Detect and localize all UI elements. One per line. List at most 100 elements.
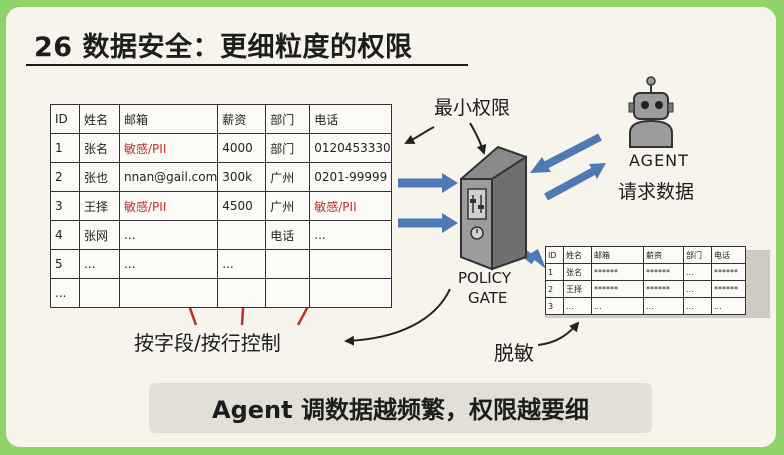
table-row: 3............... <box>545 297 746 315</box>
table-cell: ****** <box>711 280 746 298</box>
table-header-cell: ID <box>545 246 564 264</box>
gate-label: GATE <box>468 289 508 307</box>
annotation-arrow <box>404 126 435 144</box>
table-cell: ****** <box>591 280 644 298</box>
desensitize-label: 脱敏 <box>494 341 534 365</box>
table-cell <box>217 278 267 308</box>
table-cell: 1 <box>50 133 80 163</box>
annotation-arrow <box>537 321 580 346</box>
footer-text: Agent 调数据越频繁，权限越要细 <box>212 396 589 424</box>
table-cell: 敏感/PII <box>118 133 219 163</box>
table-cell: 敏感/PII <box>309 191 392 221</box>
annotation-arrow <box>469 122 487 155</box>
table-cell: ****** <box>591 263 644 281</box>
table-cell: ... <box>217 249 267 279</box>
table-header-cell: 薪资 <box>217 104 267 134</box>
table-header-cell: 邮箱 <box>591 246 644 264</box>
table-cell: ... <box>683 297 712 315</box>
table-cell: ... <box>711 297 746 315</box>
blue-arrow-head <box>589 163 606 179</box>
table-cell: ... <box>79 249 120 279</box>
table-cell <box>309 249 392 279</box>
table-cell: nnan@gail.com <box>118 162 219 192</box>
blue-arrow-head <box>442 213 458 233</box>
table-row: ... <box>50 278 392 308</box>
blue-arrow-head <box>530 157 551 173</box>
table-header-cell: ID <box>50 104 80 134</box>
table-cell <box>265 249 311 279</box>
table-cell: 3 <box>545 297 564 315</box>
agent-label: AGENT <box>629 151 689 170</box>
table-cell: 5 <box>50 249 80 279</box>
table-header-cell: 薪资 <box>643 246 684 264</box>
table-cell: 0120453330 <box>309 133 392 163</box>
table-header-cell: 电话 <box>309 104 392 134</box>
table-cell: 电话 <box>265 220 311 250</box>
table-cell: 张名 <box>563 263 592 281</box>
table-cell: 王择 <box>563 280 592 298</box>
table-row: 5......... <box>50 249 392 279</box>
table-cell: 部门 <box>265 133 311 163</box>
robot-agent-icon <box>628 76 674 148</box>
table-cell: ... <box>118 220 219 250</box>
table-cell: 王择 <box>79 191 120 221</box>
table-cell: ... <box>309 220 392 250</box>
table-cell <box>265 278 311 308</box>
table-cell: 4 <box>50 220 80 250</box>
blue-arrow-head <box>528 249 546 269</box>
table-cell: 4000 <box>217 133 267 163</box>
table-cell: 广州 <box>265 191 311 221</box>
request-data-label: 请求数据 <box>618 181 695 203</box>
table-cell: ... <box>683 280 712 298</box>
table-cell: 0201-99999 <box>309 162 392 192</box>
slide-title: 26 数据安全：更细粒度的权限 <box>34 32 413 63</box>
table-header-cell: 邮箱 <box>118 104 219 134</box>
table-header-cell: 电话 <box>711 246 746 264</box>
table-header-cell: 姓名 <box>79 104 120 134</box>
table-cell: ... <box>643 297 684 315</box>
blue-arrow <box>544 133 602 169</box>
table-cell: ... <box>118 249 219 279</box>
table-cell: 敏感/PII <box>118 191 219 221</box>
table-cell: ... <box>591 297 644 315</box>
table-cell: ... <box>683 263 712 281</box>
table-cell: 张网 <box>79 220 120 250</box>
annotation-arrow <box>344 288 451 346</box>
table-cell: 2 <box>50 162 80 192</box>
slide-card: 26 数据安全：更细粒度的权限 <box>6 7 776 447</box>
table-cell <box>309 278 392 308</box>
table-cell: ****** <box>643 280 684 298</box>
table-cell: ... <box>563 297 592 315</box>
footer-banner <box>149 383 652 433</box>
table-cell: ... <box>50 278 80 308</box>
table-cell: 1 <box>545 263 564 281</box>
table-cell: 3 <box>50 191 80 221</box>
table-header-cell: 部门 <box>265 104 311 134</box>
least-privilege-label: 最小权限 <box>434 97 511 119</box>
table-cell: 张名 <box>79 133 120 163</box>
table-cell: 2 <box>545 280 564 298</box>
blue-arrow <box>544 167 596 201</box>
table-cell <box>217 220 267 250</box>
field-row-control-label: 按字段/按行控制 <box>134 331 281 355</box>
table-cell: 广州 <box>265 162 311 192</box>
table-cell <box>79 278 120 308</box>
table-cell: ****** <box>643 263 684 281</box>
table-cell: 300k <box>217 162 267 192</box>
table-cell <box>118 278 219 308</box>
policy-label: POLICY <box>458 269 512 287</box>
table-cell: 4500 <box>217 191 267 221</box>
table-header-cell: 姓名 <box>563 246 592 264</box>
blue-arrow-head <box>442 173 458 193</box>
table-cell: 张也 <box>79 162 120 192</box>
policy-gate-icon <box>460 145 527 271</box>
